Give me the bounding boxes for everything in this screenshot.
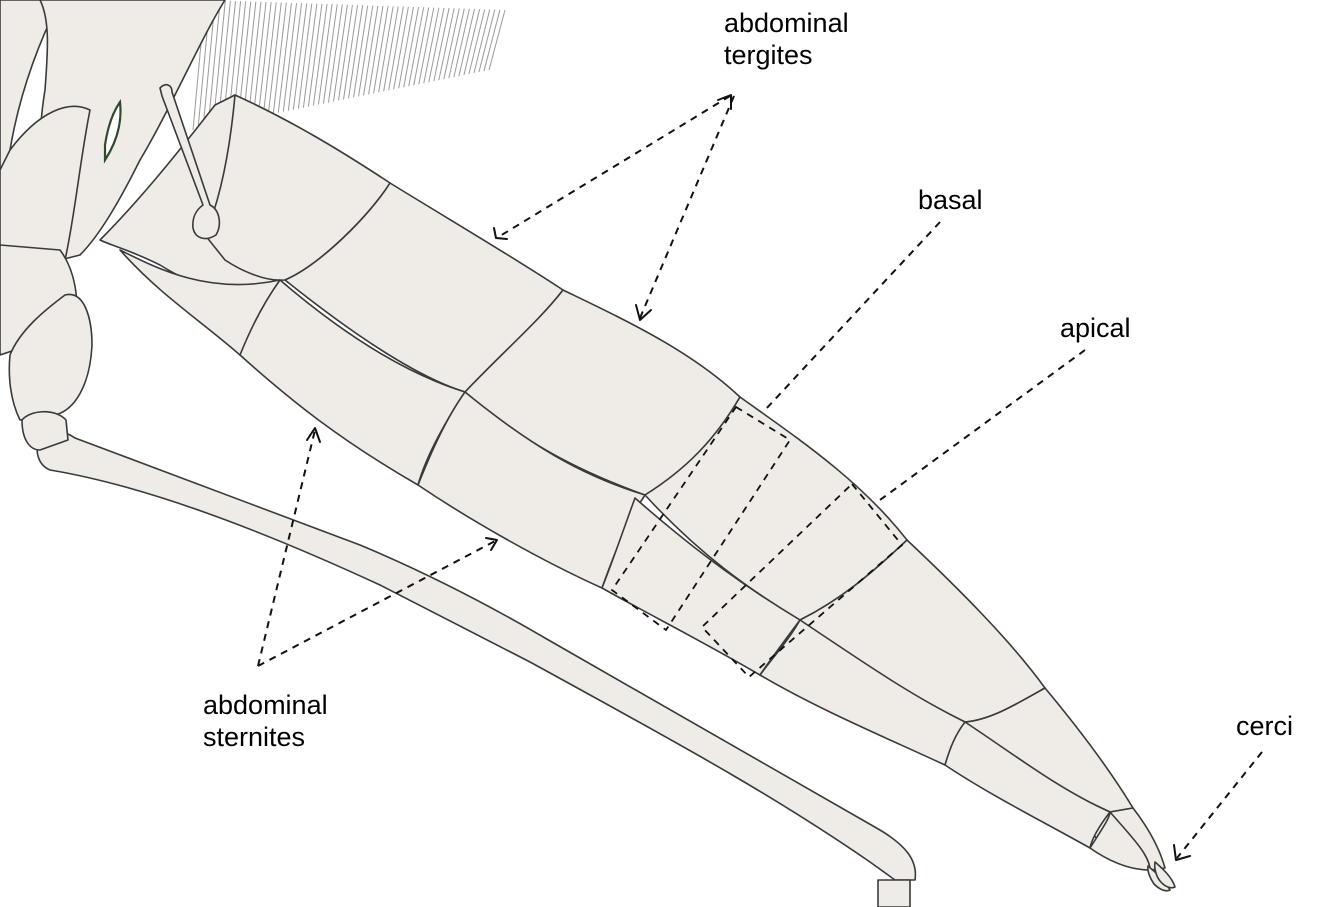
- hind-tibia-stub: [878, 880, 910, 907]
- tergites-label-line2: tergites: [724, 39, 849, 71]
- tergites-leader-b: [640, 96, 734, 318]
- apical-label: apical: [1060, 312, 1131, 344]
- tergites-leader-a: [500, 96, 730, 236]
- apical-leader: [880, 350, 1085, 500]
- arrowhead: [1174, 845, 1190, 860]
- sternites-label: abdominal sternites: [203, 689, 328, 753]
- tergites-label: abdominal tergites: [724, 7, 849, 71]
- sternites-label-line1: abdominal: [203, 689, 328, 721]
- arrowhead: [636, 305, 651, 320]
- sternites-label-line2: sternites: [203, 721, 328, 753]
- basal-label: basal: [918, 184, 983, 216]
- cerci-leader: [1177, 752, 1262, 858]
- hair-strand: [489, 10, 505, 70]
- cerci-label: cerci: [1236, 710, 1293, 742]
- tergites-label-line1: abdominal: [724, 7, 849, 39]
- basal-leader: [765, 222, 940, 410]
